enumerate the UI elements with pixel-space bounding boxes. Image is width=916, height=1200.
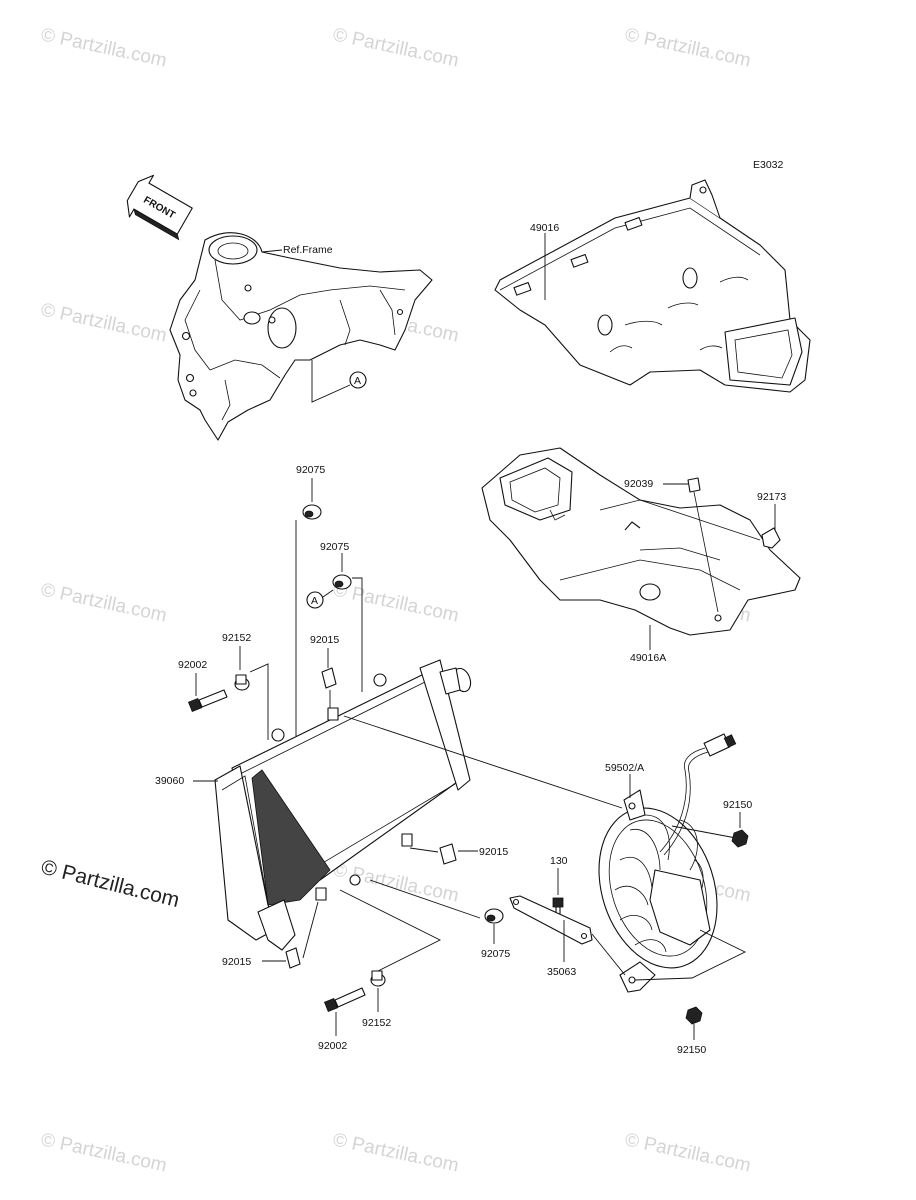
leader-line: [671, 825, 737, 839]
nut-92150-low-icon: [685, 1006, 703, 1025]
front-arrow-icon: FRONT: [126, 174, 193, 241]
leader-line: [261, 249, 283, 253]
watermark-text: © Partzilla.com: [331, 1129, 461, 1176]
clip-92039-icon: [687, 477, 719, 613]
callout-a-marker: [349, 371, 367, 389]
part-label-130: 130: [550, 855, 568, 867]
part-label-92152-low: 92152: [362, 1017, 391, 1029]
part-label-92150-top: 92150: [723, 799, 752, 811]
clip-92015-right-icon: [439, 843, 457, 865]
leader-line: [352, 577, 363, 692]
watermark-main: © Partzilla.com: [39, 856, 182, 913]
leader-line: [369, 879, 481, 919]
part-label-92075-mid: 92075: [320, 541, 349, 553]
part-label-92075-top: 92075: [296, 464, 325, 476]
ref-frame-label: Ref.Frame: [283, 244, 333, 256]
grommet-92075-top-icon: [302, 504, 322, 520]
leader-line: [339, 889, 442, 973]
nut-92150-top-icon: [731, 829, 749, 848]
callout-a-label: A: [311, 595, 318, 607]
radiator-39060: [214, 659, 472, 951]
cover-49016a: [481, 447, 801, 636]
part-label-92039: 92039: [624, 478, 653, 490]
watermark-text: © Partzilla.com: [39, 24, 169, 71]
fan-59502a: [598, 733, 737, 993]
part-label-92152-top: 92152: [222, 632, 251, 644]
clip-92173-icon: [761, 527, 781, 549]
leader-line: [409, 847, 439, 853]
leader-line: [343, 715, 623, 809]
callout-a-label: A: [354, 375, 361, 387]
leader-line: [249, 663, 269, 740]
watermark-text: © Partzilla.com: [39, 299, 169, 346]
part-label-59502a: 59502/A: [605, 762, 644, 774]
grommet-92075-low-icon: [484, 908, 504, 924]
watermark-text: © Partzilla.com: [623, 1129, 753, 1176]
part-label-92015-right: 92015: [479, 846, 508, 858]
watermark-text: © Partzilla.com: [331, 579, 461, 626]
part-label-49016: 49016: [530, 222, 559, 234]
part-label-92150-low: 92150: [677, 1044, 706, 1056]
callout-a-marker: [306, 591, 324, 609]
part-label-92015-low: 92015: [222, 956, 251, 968]
leader-line: [322, 589, 334, 598]
bolt-92002-top-icon: [187, 689, 228, 713]
watermark-text: © Partzilla.com: [623, 24, 753, 71]
leader-line: [591, 933, 626, 976]
bolt-92002-low-icon: [323, 987, 366, 1013]
part-label-49016a: 49016A: [630, 652, 666, 664]
part-label-39060: 39060: [155, 775, 184, 787]
collar-92152-top-icon: [234, 674, 250, 691]
clip-92015-top-icon: [321, 667, 337, 689]
leader-line: [634, 929, 747, 981]
collar-92152-low-icon: [370, 970, 386, 987]
bracket-35063-icon: [509, 895, 593, 945]
clip-92015-low-icon: [285, 947, 301, 969]
cover-49016: [494, 179, 811, 393]
leader-line: [311, 360, 351, 403]
part-label-92002-top: 92002: [178, 659, 207, 671]
grommet-92075-mid-icon: [332, 574, 352, 590]
watermark-text: © Partzilla.com: [39, 579, 169, 626]
radiator-fins: [251, 769, 331, 906]
frame-drawing: [169, 232, 433, 441]
leader-line: [302, 901, 319, 959]
part-label-35063: 35063: [547, 966, 576, 978]
watermark-text: © Partzilla.com: [331, 24, 461, 71]
diagram-code: E3032: [753, 159, 784, 171]
part-label-92075-low: 92075: [481, 948, 510, 960]
part-label-92173: 92173: [757, 491, 786, 503]
watermark-text: © Partzilla.com: [39, 1129, 169, 1176]
part-label-92002-low: 92002: [318, 1040, 347, 1052]
part-label-92015-top: 92015: [310, 634, 339, 646]
